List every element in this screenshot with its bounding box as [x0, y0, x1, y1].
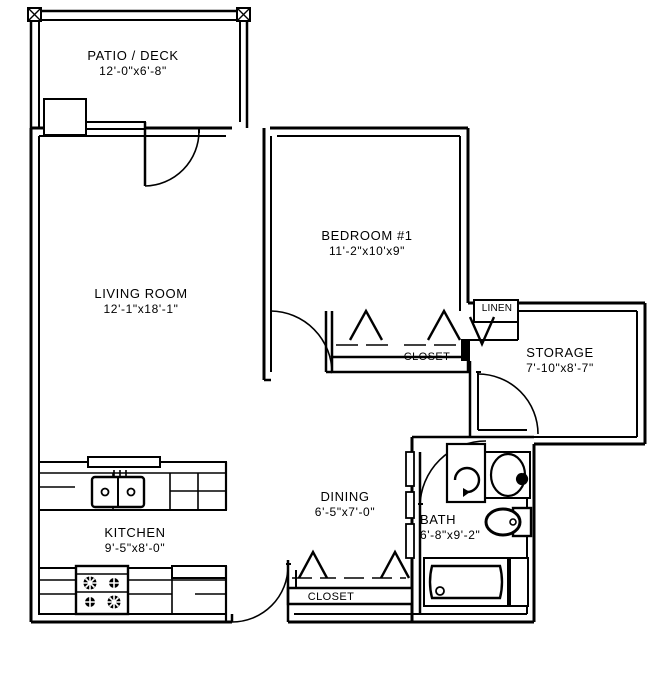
patio-post-left	[27, 7, 42, 22]
storage-door-swing	[476, 371, 539, 435]
entry-closet-walls	[286, 549, 414, 622]
bath-door-jambs	[405, 451, 415, 559]
kitchen-lower-counter	[38, 565, 228, 622]
toilet-fixture	[484, 506, 533, 538]
bedroom-closet-walls	[324, 308, 470, 374]
bedroom-door-swing	[270, 309, 333, 374]
unit-exterior-walls	[29, 126, 647, 624]
utility-closet-box	[43, 98, 87, 136]
sliding-glass-door	[85, 121, 147, 186]
bathtub-fixture	[423, 557, 529, 607]
bedroom-partition-wall	[262, 128, 272, 382]
hall-walls	[468, 361, 534, 439]
linen-closet	[468, 299, 519, 347]
kitchen-sink-fixture	[87, 456, 161, 509]
bathroom-door-swing	[418, 440, 487, 507]
vanity-sink-fixture	[483, 451, 531, 499]
water-heater-closet	[445, 442, 487, 504]
patio-post-right	[236, 7, 251, 22]
entry-door-swing	[144, 128, 200, 187]
four-burner-range-fixture	[74, 564, 130, 616]
patio-deck-outline	[29, 9, 249, 128]
kitchen-dining-door-swing	[230, 563, 291, 623]
